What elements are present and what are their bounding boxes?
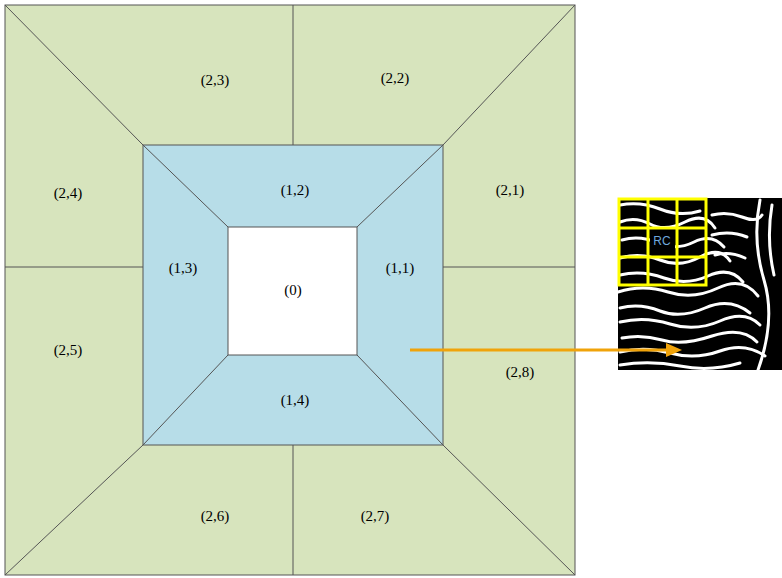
region-label: (2,7): [361, 508, 390, 525]
region-label: (2,4): [54, 185, 83, 202]
region-label: (2,5): [54, 342, 83, 359]
region-label: (2,6): [201, 508, 230, 525]
region-label: (2,8): [506, 364, 535, 381]
region-label: (0): [284, 282, 302, 299]
region-label: (2,1): [496, 182, 525, 199]
region-label: (1,1): [386, 260, 415, 277]
cell-label: RC: [653, 235, 670, 248]
region-label: (2,3): [201, 72, 230, 89]
stripe-image: [618, 198, 782, 370]
region-label: (2,2): [381, 70, 410, 87]
region-label: (1,3): [169, 260, 198, 277]
region-label: (1,4): [281, 392, 310, 409]
region-label: (1,2): [281, 182, 310, 199]
pointer-arrow: [410, 343, 682, 357]
